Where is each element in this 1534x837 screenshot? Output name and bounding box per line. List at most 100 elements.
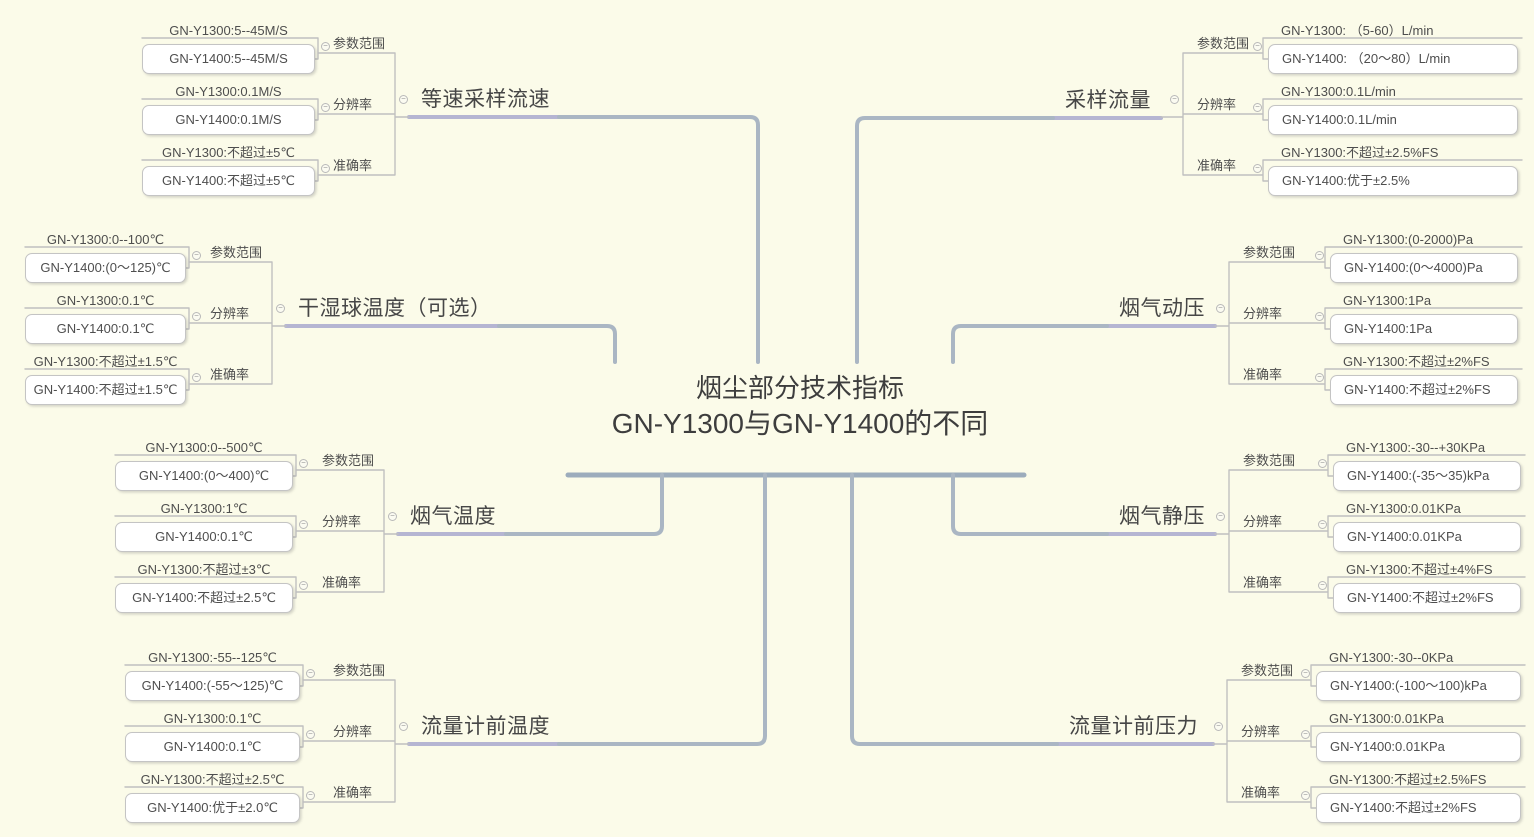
leaf-gn-y1300[interactable]: GN-Y1300:不超过±5℃ <box>162 145 295 160</box>
group-label[interactable]: 分辨率 <box>1241 724 1281 739</box>
leaf-gn-y1400-box[interactable]: GN-Y1400:5--45M/S <box>142 44 315 74</box>
leaf-gn-y1400-box[interactable]: GN-Y1400:(0～4000)Pa <box>1330 253 1518 283</box>
leaf-gn-y1300[interactable]: GN-Y1300:5--45M/S <box>169 23 288 38</box>
collapse-icon[interactable]: − <box>1216 512 1225 521</box>
collapse-icon[interactable]: − <box>321 103 330 112</box>
collapse-icon[interactable]: − <box>321 42 330 51</box>
leaf-gn-y1300[interactable]: GN-Y1300:不超过±3℃ <box>137 562 271 577</box>
group-label[interactable]: 参数范围 <box>333 663 386 678</box>
collapse-icon[interactable]: − <box>1253 42 1262 51</box>
collapse-icon[interactable]: − <box>192 251 201 260</box>
group-label[interactable]: 准确率 <box>1241 785 1281 800</box>
leaf-gn-y1400-box[interactable]: GN-Y1400:0.01KPa <box>1333 522 1521 552</box>
branch-topic[interactable]: 等速采样流速 <box>421 88 550 111</box>
leaf-gn-y1300[interactable]: GN-Y1300:不超过±1.5℃ <box>33 354 178 369</box>
leaf-gn-y1300[interactable]: GN-Y1300:不超过±2%FS <box>1343 354 1490 369</box>
group-label[interactable]: 参数范围 <box>1243 245 1296 260</box>
collapse-icon[interactable]: − <box>1315 373 1324 382</box>
leaf-gn-y1400-box[interactable]: GN-Y1400:(0～125)℃ <box>25 253 186 283</box>
branch-topic[interactable]: 烟气静压 <box>1119 505 1205 528</box>
leaf-gn-y1400-box[interactable]: GN-Y1400:0.1M/S <box>142 105 315 135</box>
leaf-gn-y1300[interactable]: GN-Y1300:0.01KPa <box>1346 501 1461 516</box>
collapse-icon[interactable]: − <box>299 459 308 468</box>
leaf-gn-y1300[interactable]: GN-Y1300:0--100℃ <box>46 232 165 247</box>
group-label[interactable]: 参数范围 <box>1197 36 1250 51</box>
collapse-icon[interactable]: − <box>1301 791 1310 800</box>
collapse-icon[interactable]: − <box>1216 304 1225 313</box>
leaf-gn-y1300[interactable]: GN-Y1300:不超过±2.5℃ <box>140 772 285 787</box>
branch-topic[interactable]: 干湿球温度（可选） <box>298 297 492 320</box>
group-label[interactable]: 准确率 <box>322 575 362 590</box>
leaf-gn-y1400-box[interactable]: GN-Y1400:优于±2.0℃ <box>125 793 300 823</box>
collapse-icon[interactable]: − <box>1253 103 1262 112</box>
leaf-gn-y1300[interactable]: GN-Y1300:不超过±2.5%FS <box>1281 145 1439 160</box>
leaf-gn-y1400-box[interactable]: GN-Y1400:1Pa <box>1330 314 1518 344</box>
leaf-gn-y1300[interactable]: GN-Y1300:0.1℃ <box>163 711 262 726</box>
collapse-icon[interactable]: − <box>192 373 201 382</box>
leaf-gn-y1400-box[interactable]: GN-Y1400:0.1℃ <box>125 732 300 762</box>
collapse-icon[interactable]: − <box>1170 95 1179 104</box>
leaf-gn-y1400-box[interactable]: GN-Y1400:不超过±2%FS <box>1333 583 1521 613</box>
collapse-icon[interactable]: − <box>276 304 285 313</box>
collapse-icon[interactable]: − <box>1301 730 1310 739</box>
leaf-gn-y1400-box[interactable]: GN-Y1400:0.01KPa <box>1316 732 1521 762</box>
leaf-gn-y1300[interactable]: GN-Y1300:1℃ <box>160 501 248 516</box>
collapse-icon[interactable]: − <box>1315 312 1324 321</box>
leaf-gn-y1400-box[interactable]: GN-Y1400:优于±2.5% <box>1268 166 1518 196</box>
branch-topic[interactable]: 流量计前压力 <box>1069 715 1198 738</box>
branch-topic[interactable]: 采样流量 <box>1065 89 1151 112</box>
collapse-icon[interactable]: − <box>1318 581 1327 590</box>
leaf-gn-y1300[interactable]: GN-Y1300:0.1L/min <box>1281 84 1396 99</box>
leaf-gn-y1400-box[interactable]: GN-Y1400:(-55～125)℃ <box>125 671 300 701</box>
leaf-gn-y1300[interactable]: GN-Y1300:不超过±2.5%FS <box>1329 772 1487 787</box>
leaf-gn-y1300[interactable]: GN-Y1300:0--500℃ <box>145 440 263 455</box>
leaf-gn-y1400-box[interactable]: GN-Y1400:不超过±2.5℃ <box>115 583 293 613</box>
collapse-icon[interactable]: − <box>1253 164 1262 173</box>
leaf-gn-y1400-box[interactable]: GN-Y1400:(-35～35)kPa <box>1333 461 1521 491</box>
branch-topic[interactable]: 流量计前温度 <box>421 715 550 738</box>
group-label[interactable]: 分辨率 <box>333 97 373 112</box>
group-label[interactable]: 分辨率 <box>210 306 250 321</box>
collapse-icon[interactable]: − <box>192 312 201 321</box>
collapse-icon[interactable]: − <box>306 730 315 739</box>
leaf-gn-y1300[interactable]: GN-Y1300:1Pa <box>1343 293 1432 308</box>
collapse-icon[interactable]: − <box>299 520 308 529</box>
collapse-icon[interactable]: − <box>321 164 330 173</box>
collapse-icon[interactable]: − <box>1214 722 1223 731</box>
collapse-icon[interactable]: − <box>399 722 408 731</box>
leaf-gn-y1300[interactable]: GN-Y1300:不超过±4%FS <box>1346 562 1493 577</box>
leaf-gn-y1400-box[interactable]: GN-Y1400:不超过±2%FS <box>1330 375 1518 405</box>
group-label[interactable]: 分辨率 <box>322 514 362 529</box>
group-label[interactable]: 分辨率 <box>1197 97 1237 112</box>
leaf-gn-y1400-box[interactable]: GN-Y1400:0.1℃ <box>115 522 293 552</box>
group-label[interactable]: 准确率 <box>1243 367 1283 382</box>
leaf-gn-y1400-box[interactable]: GN-Y1400:(0～400)℃ <box>115 461 293 491</box>
group-label[interactable]: 参数范围 <box>210 245 263 260</box>
group-label[interactable]: 参数范围 <box>322 453 375 468</box>
leaf-gn-y1400-box[interactable]: GN-Y1400:0.1℃ <box>25 314 186 344</box>
leaf-gn-y1300[interactable]: GN-Y1300: （5-60）L/min <box>1281 23 1434 38</box>
central-topic-line2[interactable]: GN-Y1300与GN-Y1400的不同 <box>611 408 989 439</box>
collapse-icon[interactable]: − <box>1318 459 1327 468</box>
collapse-icon[interactable]: − <box>1301 669 1310 678</box>
group-label[interactable]: 准确率 <box>1243 575 1283 590</box>
leaf-gn-y1300[interactable]: GN-Y1300:0.1M/S <box>175 84 282 99</box>
group-label[interactable]: 分辨率 <box>333 724 373 739</box>
group-label[interactable]: 参数范围 <box>1241 663 1294 678</box>
leaf-gn-y1400-box[interactable]: GN-Y1400:(-100～100)kPa <box>1316 671 1521 701</box>
collapse-icon[interactable]: − <box>299 581 308 590</box>
collapse-icon[interactable]: − <box>399 95 408 104</box>
collapse-icon[interactable]: − <box>1315 251 1324 260</box>
leaf-gn-y1400-box[interactable]: GN-Y1400: （20～80）L/min <box>1268 44 1518 74</box>
group-label[interactable]: 准确率 <box>1197 158 1237 173</box>
branch-topic[interactable]: 烟气动压 <box>1119 297 1205 320</box>
central-topic-line1[interactable]: 烟尘部分技术指标 <box>695 373 904 403</box>
collapse-icon[interactable]: − <box>306 669 315 678</box>
leaf-gn-y1300[interactable]: GN-Y1300:-55--125℃ <box>148 650 277 665</box>
group-label[interactable]: 参数范围 <box>333 36 386 51</box>
collapse-icon[interactable]: − <box>306 791 315 800</box>
leaf-gn-y1400-box[interactable]: GN-Y1400:不超过±5℃ <box>142 166 315 196</box>
leaf-gn-y1300[interactable]: GN-Y1300:-30--0KPa <box>1329 650 1454 665</box>
branch-topic[interactable]: 烟气温度 <box>410 505 496 528</box>
group-label[interactable]: 准确率 <box>210 367 250 382</box>
